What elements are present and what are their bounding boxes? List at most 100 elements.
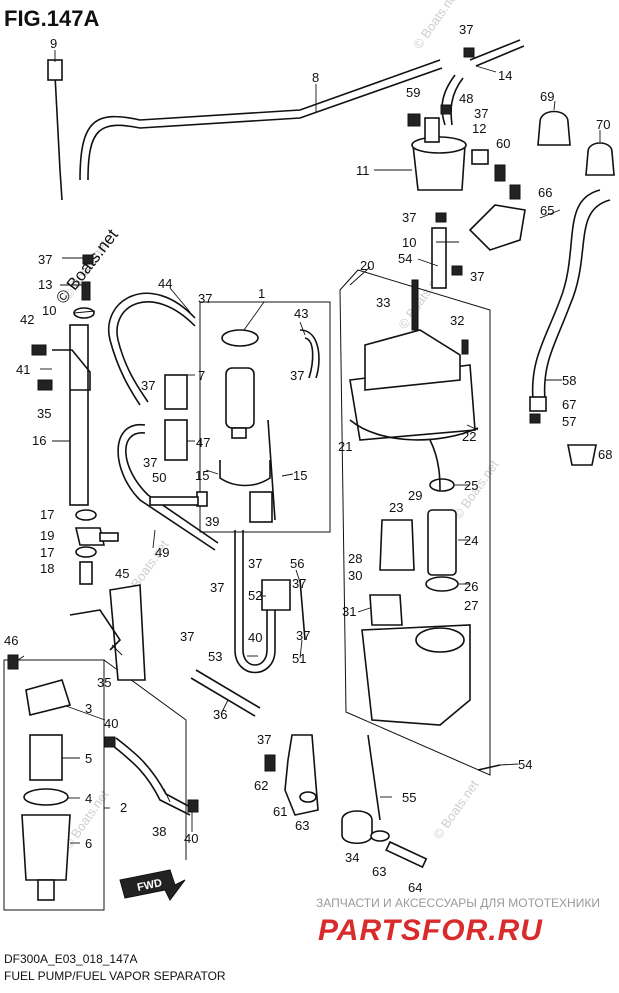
bolt-13[interactable] (81, 281, 91, 301)
hose-44-inner (116, 301, 196, 403)
union-19-pipe (99, 532, 119, 542)
bolt-64[interactable] (385, 840, 428, 869)
shop-logo[interactable]: PARTSFOR.RU (318, 914, 543, 947)
clip-51[interactable] (299, 579, 306, 641)
hose-49[interactable] (117, 424, 216, 551)
bolt-35[interactable] (37, 379, 53, 391)
bolt-18[interactable] (79, 561, 93, 585)
callout-3: 3 (85, 701, 92, 716)
sleeve-47[interactable] (164, 419, 188, 461)
filter-drain (37, 879, 55, 901)
hose-38-inner (115, 737, 193, 809)
clamp-37[interactable] (463, 47, 475, 58)
bolt-66[interactable] (509, 184, 521, 200)
cap-68[interactable] (567, 444, 597, 466)
hose-53-inner (242, 530, 268, 666)
joint-52[interactable] (261, 579, 291, 611)
clamp-37[interactable] (435, 212, 447, 223)
callout-34: 34 (345, 850, 359, 865)
callout-37: 37 (38, 252, 52, 267)
callout-57: 57 (562, 414, 576, 429)
union-19[interactable] (74, 527, 106, 546)
callout-61: 61 (273, 804, 287, 819)
hose-43[interactable] (299, 329, 320, 379)
hose-53[interactable] (234, 530, 276, 674)
bolt-50[interactable] (149, 496, 199, 506)
fuel-rail-16[interactable] (69, 324, 89, 506)
bolt-42[interactable] (31, 344, 47, 356)
mount-34[interactable] (341, 810, 373, 845)
hose-48-inner (450, 77, 464, 126)
float-31[interactable] (369, 594, 403, 626)
clip-40[interactable] (104, 736, 116, 748)
clamp-69[interactable] (537, 110, 571, 146)
grommet-12[interactable] (471, 149, 489, 165)
bolt-62[interactable] (264, 754, 276, 772)
callout-4: 4 (85, 791, 92, 806)
rod-55[interactable] (367, 734, 381, 821)
callout-37: 37 (257, 732, 271, 747)
gasket-22[interactable] (349, 419, 479, 441)
clamp-70[interactable] (585, 142, 615, 176)
washer-63[interactable] (370, 830, 390, 842)
hose-48[interactable] (441, 74, 456, 126)
fuel-hose-8-inner (87, 67, 443, 181)
bracket-65[interactable] (468, 204, 526, 251)
clamp-37[interactable] (451, 265, 463, 276)
callout-40: 40 (184, 831, 198, 846)
clamp-57[interactable] (529, 413, 541, 424)
callout-49: 49 (155, 545, 169, 560)
callout-numbers: 9 8 37 14 48 37 59 12 60 11 69 70 66 65 … (4, 22, 612, 895)
callout-32: 32 (450, 313, 464, 328)
bracket-61[interactable] (284, 734, 319, 816)
fuel-pump-24[interactable] (427, 509, 457, 576)
callout-37: 37 (296, 628, 310, 643)
filter-25[interactable] (429, 478, 455, 492)
filter-element-5[interactable] (29, 734, 63, 781)
callout-37: 37 (141, 378, 155, 393)
figure-title: FIG.147A (4, 6, 99, 31)
washer-17[interactable] (75, 509, 97, 521)
hose-36[interactable] (195, 669, 261, 709)
hose-14-inner (475, 45, 525, 67)
hose-10[interactable] (431, 227, 447, 289)
callout-54: 54 (518, 757, 532, 772)
fuel-hose-8[interactable] (79, 59, 441, 181)
callout-66: 66 (538, 185, 552, 200)
clamp-37[interactable] (82, 254, 94, 265)
bolt-33[interactable] (411, 279, 419, 331)
bolt-32[interactable] (461, 339, 469, 355)
washer-17[interactable] (75, 546, 97, 558)
hose-44[interactable] (107, 292, 196, 406)
filter-cup-6[interactable] (21, 814, 71, 881)
cup-23[interactable] (379, 519, 415, 571)
cable-tie-9[interactable] (54, 74, 63, 201)
damper-15[interactable] (249, 491, 273, 523)
filter-head-3[interactable] (25, 679, 72, 716)
sleeve-7[interactable] (164, 374, 188, 410)
cap-59[interactable] (407, 113, 421, 127)
bolt-46[interactable] (7, 654, 19, 670)
shop-tagline: ЗАПЧАСТИ И АКСЕССУАРЫ ДЛЯ МОТОТЕХНИКИ (316, 896, 600, 910)
cable-tie-head-9 (47, 59, 63, 81)
sensor-54[interactable] (477, 764, 501, 771)
o-ring-4[interactable] (23, 788, 69, 806)
clamp-37[interactable] (440, 104, 452, 115)
bracket-41[interactable] (52, 349, 91, 391)
washer-63[interactable] (299, 791, 317, 803)
hose-58[interactable] (531, 189, 601, 401)
pump-bracket-15[interactable] (219, 460, 271, 487)
bolt-60[interactable] (494, 164, 506, 182)
hose-14[interactable] (469, 39, 521, 61)
joint-67[interactable] (529, 396, 547, 412)
callout-24: 24 (464, 533, 478, 548)
bracket-45[interactable] (109, 584, 146, 681)
fuel-pump-outlet (231, 427, 247, 439)
clip-40[interactable] (187, 799, 199, 813)
hose-38[interactable] (111, 744, 191, 816)
fuel-pump-1[interactable] (225, 367, 255, 429)
boats-watermark: © Boats.net (430, 777, 482, 842)
holder-26[interactable] (425, 576, 459, 592)
callout-26: 26 (464, 579, 478, 594)
